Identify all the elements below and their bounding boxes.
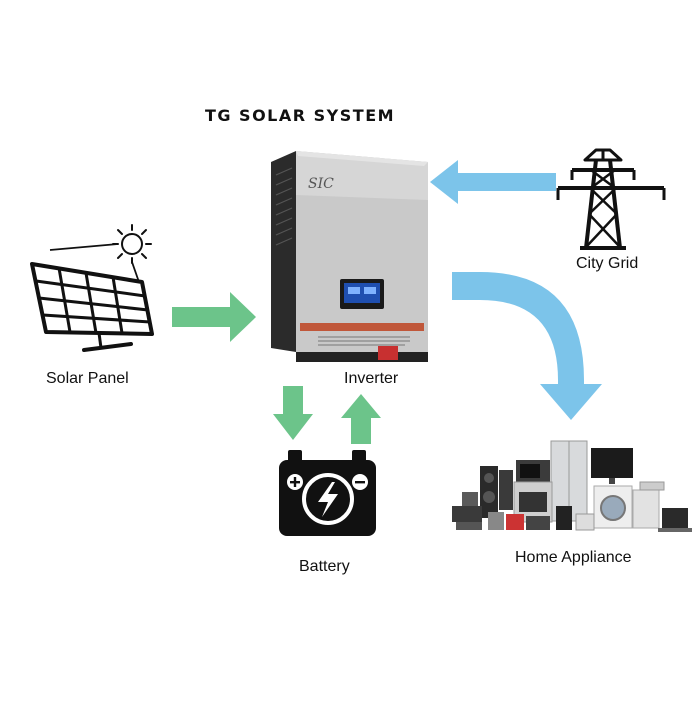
diagram-title: TG SOLAR SYSTEM <box>204 106 396 125</box>
battery-icon <box>279 450 376 536</box>
arrow-grid-to-inverter <box>430 160 556 204</box>
solar-panel-icon <box>30 224 154 352</box>
arrow-panel-to-inverter <box>172 292 256 342</box>
home-appliances-icon <box>452 440 692 532</box>
city-grid-label: City Grid <box>576 255 639 272</box>
svg-text:SIC: SIC <box>308 176 334 192</box>
battery-label: Battery <box>299 558 350 575</box>
home-appliance-label: Home Appliance <box>515 549 632 566</box>
inverter-label: Inverter <box>344 370 399 387</box>
transmission-tower-icon <box>556 148 666 250</box>
solar-panel-label: Solar Panel <box>46 370 129 387</box>
inverter-icon: SIC <box>271 151 428 362</box>
arrow-inverter-to-appliance <box>452 272 602 420</box>
arrow-battery-to-inverter <box>341 394 381 444</box>
arrow-inverter-to-battery <box>273 386 313 440</box>
